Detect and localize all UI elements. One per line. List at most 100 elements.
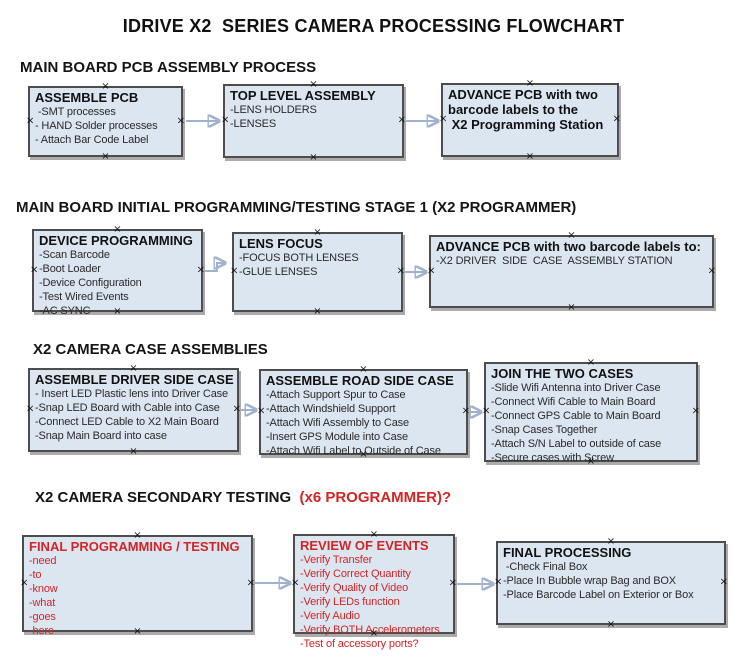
box-item: -Verify BOTH Accelerometers xyxy=(300,624,440,636)
connector-anchor-icon: × xyxy=(230,265,239,277)
connector-anchor-icon: × xyxy=(176,115,185,127)
box-item: -AC SYNC xyxy=(39,305,91,317)
box-item: -Scan Barcode xyxy=(39,249,110,261)
flow-box-review-of-events: REVIEW OF EVENTS -Verify Transfer -Verif… xyxy=(291,530,457,651)
section-heading-accent: (x6 PROGRAMMER)? xyxy=(299,489,452,506)
connector-anchor-icon: × xyxy=(612,113,621,125)
connector-anchor-icon: × xyxy=(101,151,110,162)
box-item: -Verify Transfer xyxy=(300,554,373,566)
box-item: -Boot Loader xyxy=(39,263,101,275)
section-heading-secondary-testing: X2 CAMERA SECONDARY TESTING (x6 PROGRAMM… xyxy=(35,489,451,506)
box-item: -Snap LED Board with Cable into Case xyxy=(35,402,220,414)
box-item: -FOCUS BOTH LENSES xyxy=(239,252,359,264)
connector-anchor-icon: × xyxy=(20,577,29,589)
connector-anchor-icon: × xyxy=(129,446,138,457)
connector-anchor-icon: × xyxy=(196,264,205,276)
box-item: -LENSES xyxy=(230,118,277,130)
box-item: -Verify Audio xyxy=(300,610,360,622)
flow-box-assemble-pcb: ASSEMBLE PCB -SMT processes - HAND Solde… xyxy=(26,82,185,162)
connector-anchor-icon: × xyxy=(461,405,470,417)
box-item: -Insert GPS Module into Case xyxy=(266,431,408,443)
box-item: -Place In Bubble wrap Bag and BOX xyxy=(503,575,676,587)
connector-anchor-icon: × xyxy=(691,405,700,417)
box-item: -Verify Correct Quantity xyxy=(300,568,411,580)
connector-anchor-icon: × xyxy=(494,576,503,588)
box-title: ASSEMBLE PCB xyxy=(35,90,139,105)
box-item: -Connect GPS Cable to Main Board xyxy=(491,410,661,422)
box-item: -Attach Support Spur to Case xyxy=(266,389,406,401)
box-title: ADVANCE PCB with two barcode labels to: xyxy=(436,239,701,254)
flow-box-assemble-driver-side-case: ASSEMBLE DRIVER SIDE CASE - Insert LED P… xyxy=(26,364,241,457)
box-item: -SMT processes xyxy=(35,106,116,118)
page-title: IDRIVE X2 SERIES CAMERA PROCESSING FLOWC… xyxy=(122,16,625,36)
connector-anchor-icon: × xyxy=(221,114,230,126)
box-item: -Attach Wifi Label to Outside of Case xyxy=(266,445,441,457)
connector-anchor-icon: × xyxy=(525,151,535,162)
connector-anchor-icon: × xyxy=(291,577,300,589)
connector-anchor-icon: × xyxy=(309,152,318,163)
box-item: -Connect Wifi Cable to Main Board xyxy=(491,396,656,408)
connector-anchor-icon: × xyxy=(707,265,716,277)
box-title: ADVANCE PCB with two barcode labels to t… xyxy=(448,87,604,132)
flow-box-final-programming-testing: FINAL PROGRAMMING / TESTING -need -to -k… xyxy=(20,531,255,638)
box-title: TOP LEVEL ASSEMBLY xyxy=(230,88,376,103)
connector-anchor-icon: × xyxy=(26,115,35,127)
section-heading-text: X2 CAMERA CASE ASSEMBLIES xyxy=(33,341,268,358)
flow-box-top-level-assembly: TOP LEVEL ASSEMBLY -LENS HOLDERS -LENSES… xyxy=(221,80,406,163)
connector-anchor-icon: × xyxy=(482,405,491,417)
box-title: FINAL PROCESSING xyxy=(503,545,632,560)
box-title: FINAL PROGRAMMING / TESTING xyxy=(29,539,240,554)
box-item: -Verify Quality of Video xyxy=(300,582,409,594)
box-item: -Snap Cases Together xyxy=(491,424,598,436)
box-item: -LENS HOLDERS xyxy=(230,104,317,116)
connector-anchor-icon: × xyxy=(448,577,457,589)
section-heading-text: X2 CAMERA SECONDARY TESTING xyxy=(35,489,300,506)
box-item: -Test of accessory ports? xyxy=(300,638,419,650)
flow-box-final-processing: FINAL PROCESSING -Check Final Box -Place… xyxy=(494,537,728,630)
box-title: REVIEW OF EVENTS xyxy=(300,538,429,553)
section-heading-pcb-assembly: MAIN BOARD PCB ASSEMBLY PROCESS xyxy=(20,59,316,76)
box-title: JOIN THE TWO CASES xyxy=(491,366,634,381)
flow-box-join-the-two-cases: JOIN THE TWO CASES -Slide Wifi Antenna i… xyxy=(482,358,700,467)
box-title: ASSEMBLE ROAD SIDE CASE xyxy=(266,373,454,388)
box-title: LENS FOCUS xyxy=(239,236,323,251)
connector-anchor-icon: × xyxy=(567,302,576,313)
flow-arrow xyxy=(205,263,224,272)
box-item: - HAND Solder processes xyxy=(35,120,158,132)
box-item: -Test Wired Events xyxy=(39,291,129,303)
connector-anchor-icon: × xyxy=(246,577,255,589)
box-item: -Place Barcode Label on Exterior or Box xyxy=(503,589,694,601)
connector-anchor-icon: × xyxy=(719,576,728,588)
box-item: -Device Configuration xyxy=(39,277,142,289)
box-item: -goes xyxy=(29,611,56,623)
box-item: -need xyxy=(29,555,57,567)
box-item: -know xyxy=(29,583,58,595)
section-heading-initial-programming: MAIN BOARD INITIAL PROGRAMMING/TESTING S… xyxy=(16,199,576,216)
flow-box-advance-pcb-programming-station: ADVANCE PCB with two barcode labels to t… xyxy=(439,79,621,162)
flow-box-device-programming: DEVICE PROGRAMMING -Scan Barcode -Boot L… xyxy=(30,225,205,318)
connector-anchor-icon: × xyxy=(397,114,406,126)
flow-box-lens-focus: LENS FOCUS -FOCUS BOTH LENSES -GLUE LENS… xyxy=(230,228,405,317)
section-heading-case-assemblies: X2 CAMERA CASE ASSEMBLIES xyxy=(33,341,268,358)
connector-anchor-icon: × xyxy=(313,306,322,317)
box-item: -here xyxy=(29,625,54,637)
box-title: ASSEMBLE DRIVER SIDE CASE xyxy=(35,372,234,387)
box-item: -X2 DRIVER SIDE CASE ASSEMBLY STATION xyxy=(436,255,673,267)
box-item: -Slide Wifi Antenna into Driver Case xyxy=(491,382,661,394)
box-item: -Attach Wifi Assembly to Case xyxy=(266,417,409,429)
box-item: -Snap Main Board into case xyxy=(35,430,167,442)
box-title: DEVICE PROGRAMMING xyxy=(39,233,193,248)
box-item: -Secure cases with Screw xyxy=(491,452,614,464)
box-item: - Insert LED Plastic lens into Driver Ca… xyxy=(35,388,228,400)
connector-anchor-icon: × xyxy=(232,403,241,415)
connector-anchor-icon: × xyxy=(427,265,436,277)
connector-anchor-icon: × xyxy=(396,265,405,277)
box-item: -Attach S/N Label to outside of case xyxy=(491,438,662,450)
connector-anchor-icon: × xyxy=(257,405,266,417)
box-item: -what xyxy=(29,597,56,609)
box-item: -Attach Windshield Support xyxy=(266,403,396,415)
flow-box-advance-pcb-driver-side: ADVANCE PCB with two barcode labels to: … xyxy=(427,231,716,313)
box-item: -GLUE LENSES xyxy=(239,266,318,278)
box-item: -Connect LED Cable to X2 Main Board xyxy=(35,416,219,428)
